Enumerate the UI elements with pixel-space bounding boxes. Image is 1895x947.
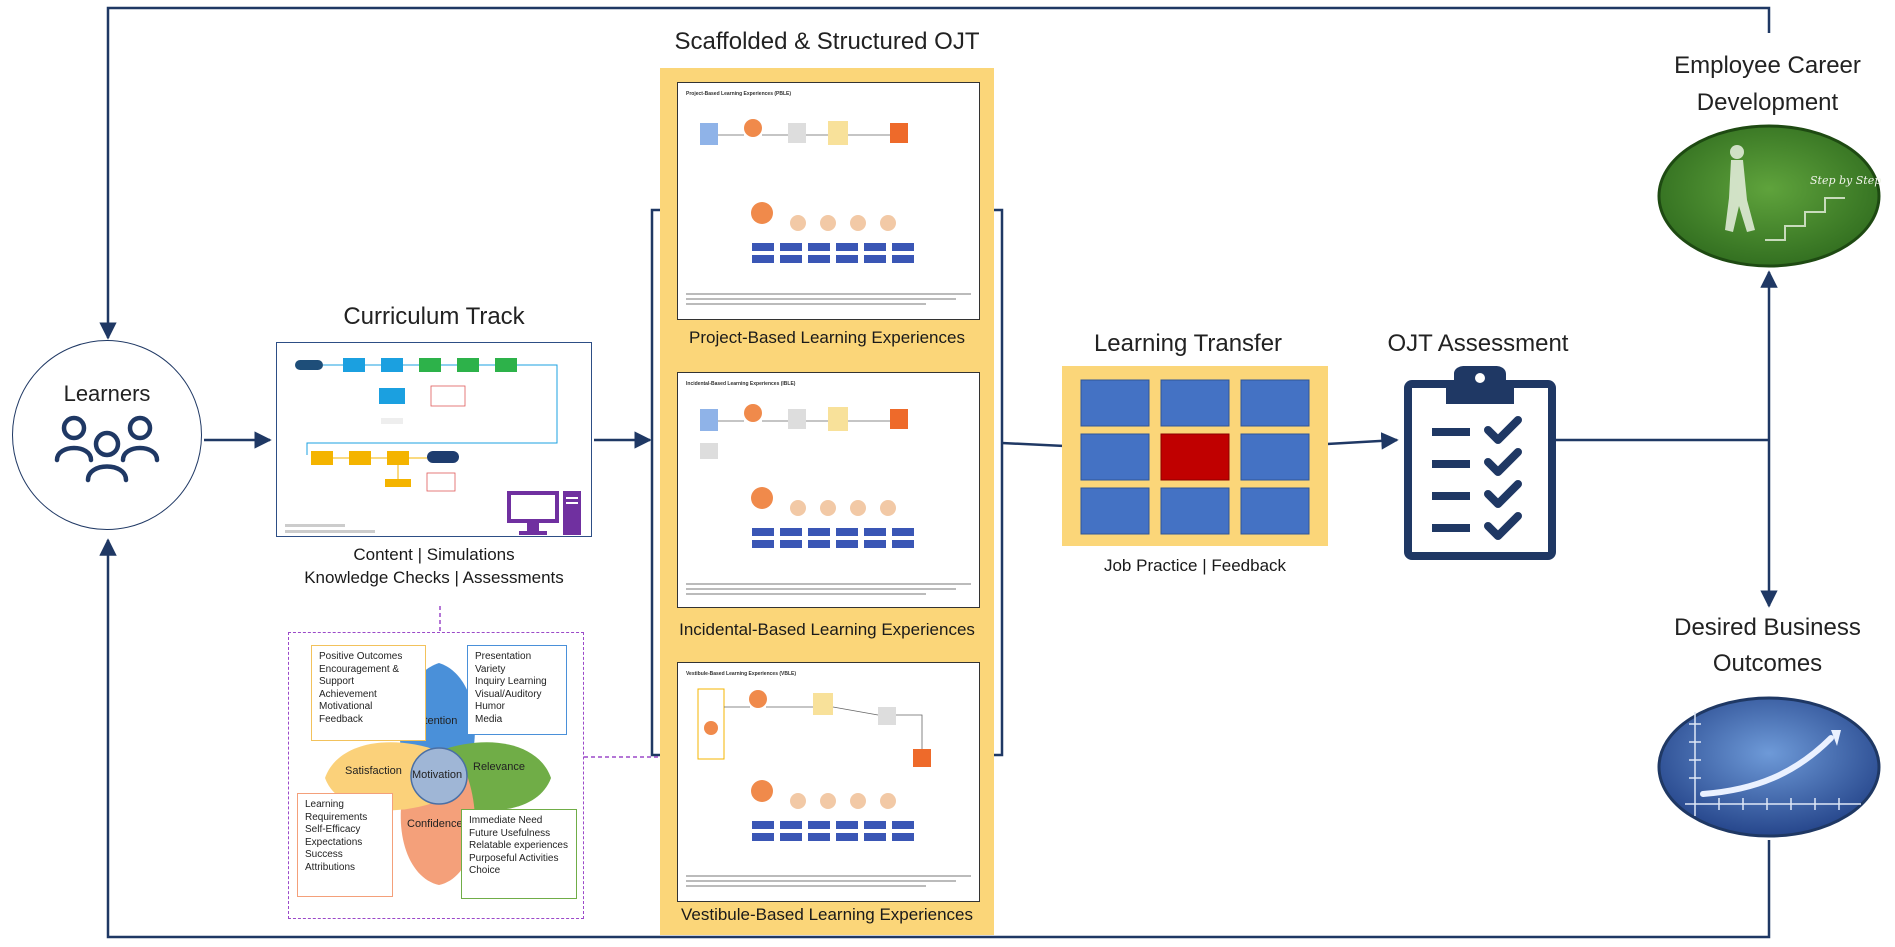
relevance-item: Relatable experiences (469, 840, 568, 851)
career-title-1: Employee Career (1674, 52, 1861, 79)
arcs-center-label: Motivation (412, 769, 463, 781)
business-title-2: Outcomes (1712, 650, 1823, 677)
vble-thumbnail: Vestibule-Based Learning Experiences (VB… (677, 662, 980, 902)
transfer-grid (1062, 366, 1328, 546)
vble-mini-flow (686, 688, 971, 887)
career-image-text: Step by Step (1810, 174, 1881, 187)
satisfaction-items-box: Positive Outcomes Encouragement & Suppor… (311, 645, 426, 741)
ible-label: Incidental-Based Learning Experiences (679, 620, 975, 639)
attention-item: Visual/Auditory (475, 688, 542, 700)
vble-mini-title: Vestibule-Based Learning Experiences (VB… (686, 671, 797, 677)
curriculum-title: Curriculum Track (343, 303, 525, 330)
career-title-2: Development (1696, 89, 1839, 116)
people-group-icon (54, 415, 160, 483)
confidence-item: Learning (305, 799, 344, 810)
arcs-model: Attention Relevance Satisfaction Confide… (288, 632, 584, 919)
transfer-caption: Job Practice | Feedback (1103, 556, 1287, 575)
ible-mini-title: Incidental-Based Learning Experiences (I… (686, 381, 796, 387)
relevance-item: Future Usefulness (469, 827, 551, 839)
confidence-item: Self-Efficacy (305, 824, 361, 835)
relevance-items-box: Immediate Need Future Usefulness Relatab… (461, 809, 577, 899)
ojt-left-bracket (650, 208, 660, 757)
arcs-confidence-label: Confidence (407, 818, 463, 830)
curriculum-flowchart (285, 358, 558, 533)
growth-chart-image (1657, 696, 1881, 838)
curriculum-diagram (276, 342, 592, 537)
curriculum-caption-2: Knowledge Checks | Assessments (304, 568, 564, 587)
satisfaction-item: Support (319, 676, 355, 687)
bottom-feedback-line (99, 538, 1771, 939)
confidence-item: Attributions (305, 861, 356, 873)
pble-mini-title: Project-Based Learning Experiences (PBLE… (686, 91, 792, 97)
business-title-1: Desired Business (1674, 614, 1861, 641)
computer-icon (507, 491, 581, 535)
learners-label: Learners (63, 381, 151, 406)
ojt-right-bracket (994, 208, 1004, 757)
career-step-image: Step by Step (1657, 124, 1881, 268)
relevance-item: Immediate Need (469, 815, 543, 826)
attention-items-box: Presentation Variety Inquiry Learning Vi… (467, 645, 567, 735)
attention-item: Presentation (475, 651, 532, 662)
curriculum-caption-1: Content | Simulations (353, 545, 515, 564)
attention-item: Variety (475, 663, 506, 675)
confidence-item: Success (305, 849, 343, 860)
clipboard-checklist-icon (1404, 366, 1556, 560)
arcs-relevance-label: Relevance (473, 761, 525, 773)
assessment-title: OJT Assessment (1387, 330, 1569, 357)
ojt-title: Scaffolded & Structured OJT (674, 28, 980, 55)
confidence-item: Requirements (305, 811, 368, 823)
satisfaction-item: Encouragement & (319, 663, 400, 675)
top-feedback-line (99, 6, 1771, 340)
attention-item: Humor (475, 701, 506, 712)
confidence-items-box: Learning Requirements Self-Efficacy Expe… (297, 793, 393, 897)
satisfaction-item: Achievement (319, 688, 377, 700)
ible-thumbnail: Incidental-Based Learning Experiences (I… (677, 372, 980, 608)
confidence-item: Expectations (305, 836, 363, 848)
vble-label: Vestibule-Based Learning Experiences (680, 905, 974, 924)
ible-mini-flow (686, 404, 971, 595)
arcs-satisfaction-label: Satisfaction (345, 765, 402, 777)
relevance-item: Choice (469, 865, 501, 876)
satisfaction-item: Feedback (319, 713, 363, 725)
relevance-item: Purposeful Activities (469, 852, 559, 864)
pble-label: Project-Based Learning Experiences (689, 328, 965, 347)
transfer-center-cell (1160, 433, 1230, 481)
pble-thumbnail: Project-Based Learning Experiences (PBLE… (677, 82, 980, 320)
attention-item: Inquiry Learning (475, 676, 547, 687)
pble-mini-flow (686, 119, 971, 305)
attention-item: Media (475, 713, 503, 725)
satisfaction-item: Motivational (319, 701, 373, 712)
satisfaction-item: Positive Outcomes (319, 651, 403, 662)
transfer-title: Learning Transfer (1093, 330, 1283, 357)
